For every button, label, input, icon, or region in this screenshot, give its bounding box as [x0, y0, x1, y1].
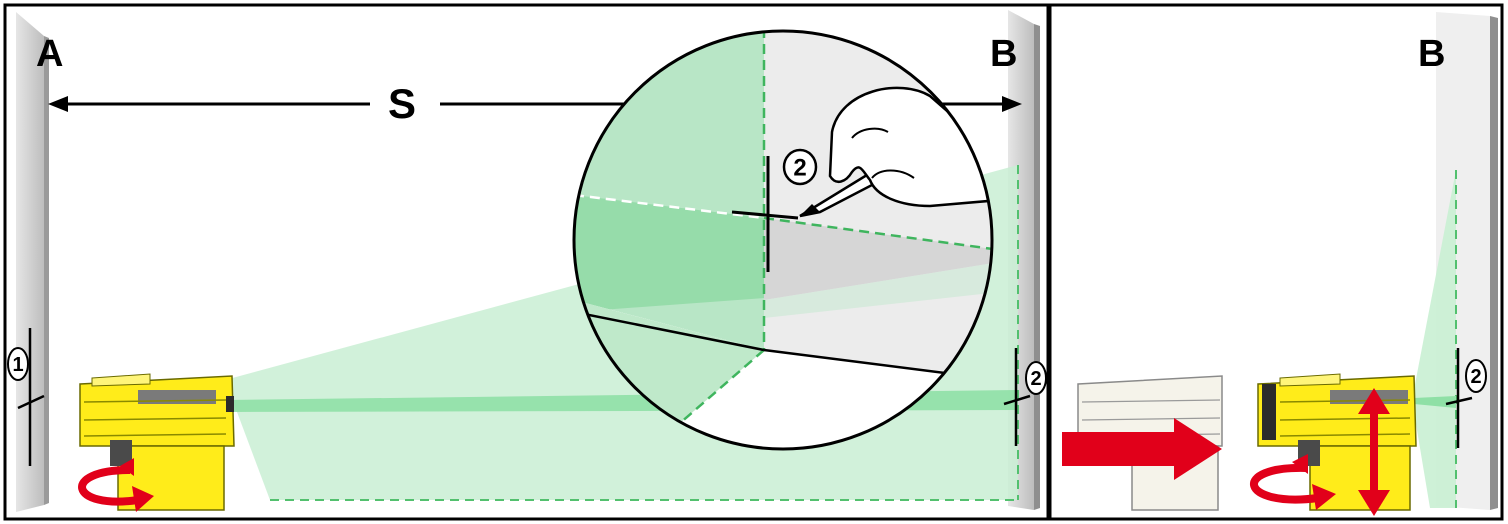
panel-1: S A B 1 2	[3, 3, 1050, 521]
mark-2-panel-2: 2	[1445, 348, 1487, 448]
mark-1-label: 1	[12, 354, 23, 376]
laser-fan-panel-2	[1412, 170, 1457, 508]
mark-2-panel-2-label: 2	[1470, 366, 1481, 388]
wall-b-label-panel-2: B	[1418, 33, 1445, 75]
mark-2-label: 2	[1030, 368, 1041, 390]
zoom-mark-label: 2	[793, 155, 806, 182]
rotate-arrow-icon-panel-2	[1250, 454, 1336, 510]
laser-device	[79, 373, 235, 511]
mark-2: 2	[1003, 348, 1047, 446]
pencil-hand-icon	[799, 86, 992, 218]
mark-1: 1	[7, 328, 45, 466]
wall-b-label: B	[990, 33, 1017, 75]
zoom-circle: 2	[572, 29, 994, 451]
distance-label: S	[388, 80, 416, 127]
move-right-arrow-icon	[1062, 418, 1222, 480]
up-down-arrow-icon	[1358, 388, 1390, 516]
wall-a-label: A	[36, 33, 63, 75]
panel-2: B 2	[1048, 3, 1504, 521]
wall-a	[16, 12, 49, 512]
rotate-arrow-icon	[78, 458, 154, 512]
